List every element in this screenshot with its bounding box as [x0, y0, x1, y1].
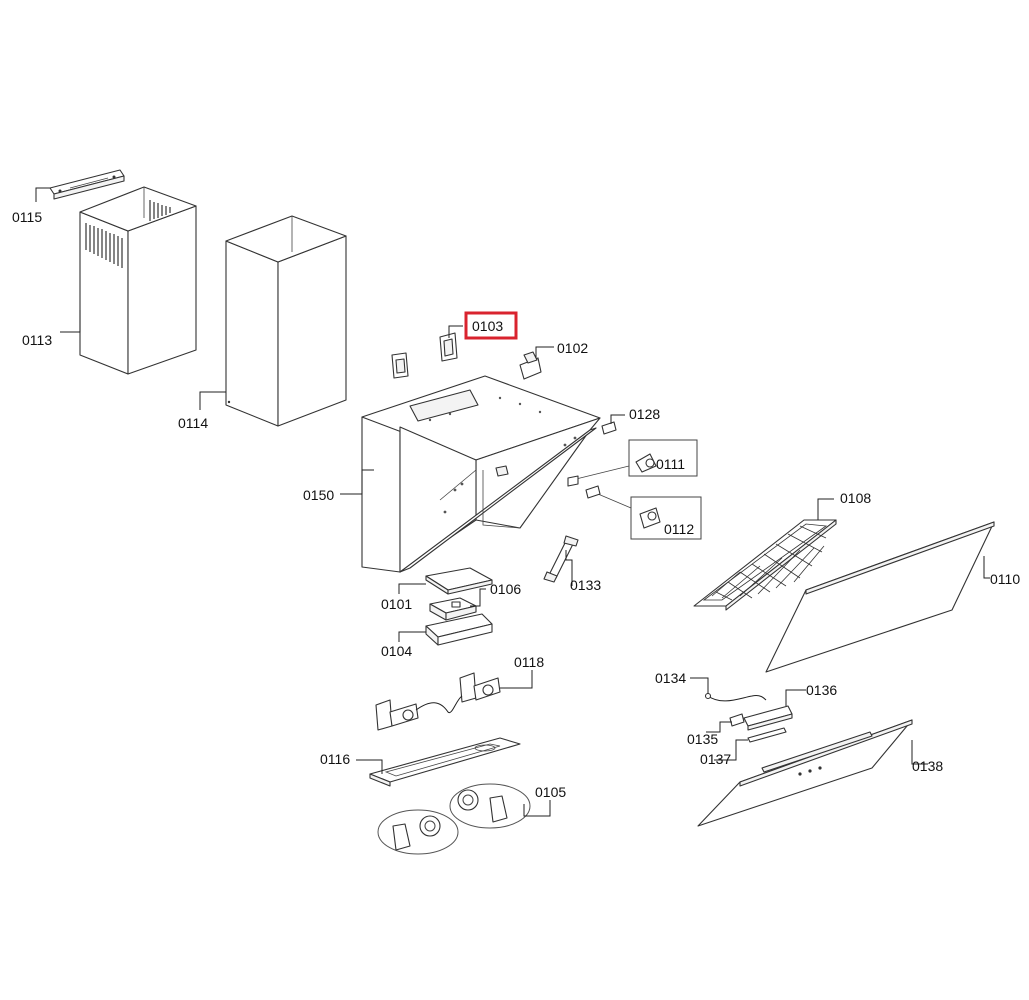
part-0113-upper-chimney — [79, 186, 197, 375]
label-0150[interactable]: 0150 — [303, 487, 334, 503]
label-0104[interactable]: 0104 — [381, 643, 412, 659]
part-0112-hinge-arm — [585, 485, 702, 540]
highlight-box-0103 — [464, 311, 518, 340]
leader-lines — [35, 187, 990, 817]
label-0111[interactable]: 0111 — [656, 456, 685, 472]
part-0133-gas-strut — [543, 535, 579, 583]
label-0101[interactable]: 0101 — [381, 596, 412, 612]
part-labels: 0115 0113 0114 0103 0102 0128 0111 0112 … — [12, 209, 1020, 800]
part-0114-lower-chimney — [225, 215, 347, 427]
part-0106-power-module — [429, 597, 477, 621]
part-0111-gas-spring-mount — [567, 439, 698, 487]
part-0105-halogen-bulbs — [377, 783, 531, 855]
label-0103[interactable]: 0103 — [472, 318, 503, 334]
part-0115-bracket — [49, 169, 125, 200]
part-0134-cable — [704, 692, 767, 702]
part-0103-mounting-clip — [391, 332, 458, 379]
label-0112[interactable]: 0112 — [664, 521, 694, 537]
part-0138-bottom-glass — [697, 719, 913, 827]
label-0110[interactable]: 0110 — [990, 571, 1020, 587]
label-0108[interactable]: 0108 — [840, 490, 871, 506]
part-0102-clip — [519, 351, 542, 380]
label-0133[interactable]: 0133 — [570, 577, 601, 593]
label-0102[interactable]: 0102 — [557, 340, 588, 356]
label-0118[interactable]: 0118 — [514, 654, 544, 670]
label-0134[interactable]: 0134 — [655, 670, 686, 686]
part-0108-grease-filter — [693, 519, 837, 611]
label-0137[interactable]: 0137 — [700, 751, 731, 767]
part-0137-strip — [747, 727, 787, 743]
label-0113[interactable]: 0113 — [22, 332, 52, 348]
part-0101-control-board — [425, 567, 493, 595]
label-0128[interactable]: 0128 — [629, 406, 660, 422]
label-0105[interactable]: 0105 — [535, 784, 566, 800]
part-0118-lamp-brackets — [375, 672, 501, 731]
part-0110-glass-panel — [765, 521, 995, 673]
label-0115[interactable]: 0115 — [12, 209, 42, 225]
label-0135[interactable]: 0135 — [687, 731, 718, 747]
part-0128-hinge — [601, 421, 617, 435]
label-0116[interactable]: 0116 — [320, 751, 350, 767]
label-0106[interactable]: 0106 — [490, 581, 521, 597]
part-0104-electrical-box — [425, 613, 493, 646]
part-0150-hood-body — [361, 375, 601, 573]
label-0114[interactable]: 0114 — [178, 415, 208, 431]
part-0116-lamp-plate — [369, 737, 521, 787]
part-0135-sensor — [729, 713, 745, 727]
label-0136[interactable]: 0136 — [806, 682, 837, 698]
part-0136-touch-panel — [743, 705, 793, 731]
label-0138[interactable]: 0138 — [912, 758, 943, 774]
